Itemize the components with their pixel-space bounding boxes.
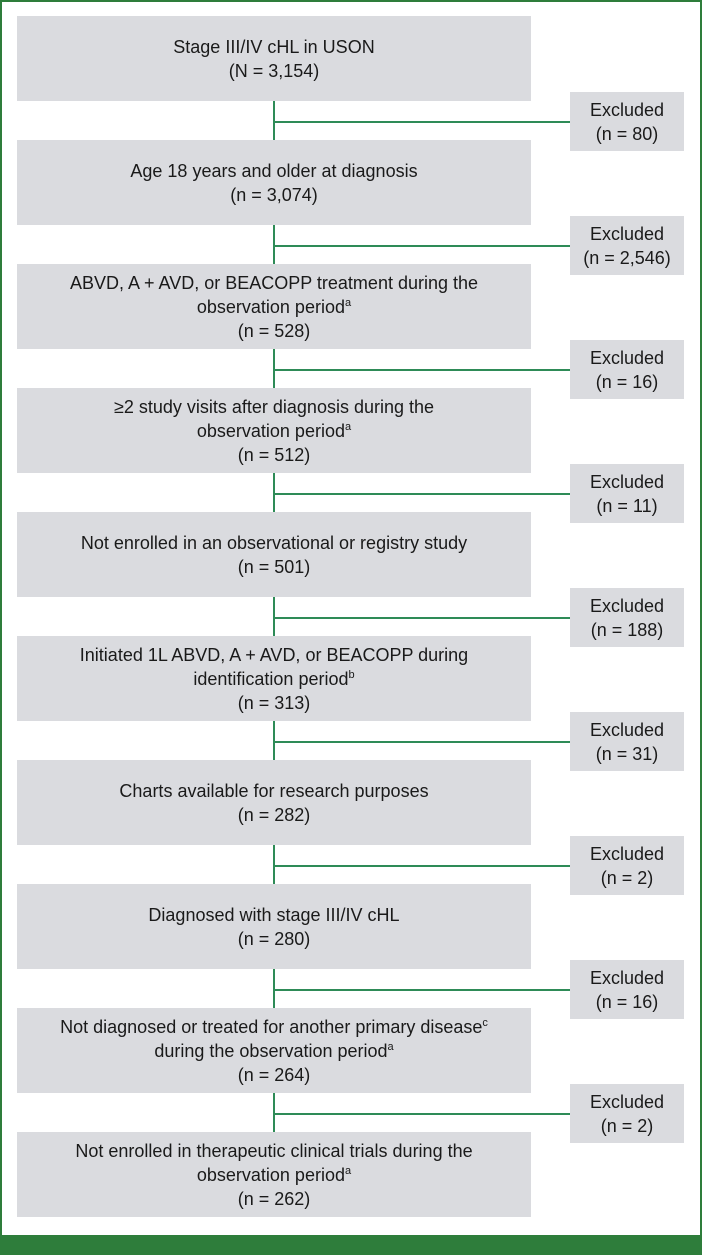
footnote-marker: a (344, 296, 352, 309)
step-6-line-2-text: identification period (193, 668, 349, 689)
connector-vertical (273, 1093, 275, 1132)
excluded-label: Excluded (589, 223, 665, 244)
connector-vertical (273, 349, 275, 388)
excluded-count: (n = 31) (595, 743, 659, 764)
excluded-label: Excluded (589, 471, 665, 492)
connector-horizontal (273, 493, 570, 495)
connector-vertical (273, 969, 275, 1008)
connector-vertical (273, 597, 275, 636)
step-box-2: Age 18 years and older at diagnosis (n =… (17, 140, 531, 225)
connector-vertical (273, 845, 275, 884)
connector-horizontal (273, 1113, 570, 1115)
connector-horizontal (273, 121, 570, 123)
step-box-8: Diagnosed with stage III/IV cHL (n = 280… (17, 884, 531, 969)
excluded-label: Excluded (589, 595, 665, 616)
step-7-line-1: Charts available for research purposes (119, 780, 429, 801)
step-1-count: (N = 3,154) (228, 60, 320, 81)
excluded-count: (n = 80) (595, 123, 659, 144)
step-8-line-1: Diagnosed with stage III/IV cHL (148, 904, 400, 925)
step-9-line-1: Not diagnosed or treated for another pri… (23, 1015, 525, 1039)
excluded-box-6: Excluded (n = 31) (570, 712, 684, 771)
step-9-line-1-text: Not diagnosed or treated for another pri… (60, 1016, 483, 1037)
step-7-count: (n = 282) (237, 804, 311, 825)
excluded-count: (n = 16) (595, 991, 659, 1012)
excluded-box-7: Excluded (n = 2) (570, 836, 684, 895)
step-box-3: ABVD, A + AVD, or BEACOPP treatment duri… (17, 264, 531, 349)
step-6-line-1: Initiated 1L ABVD, A + AVD, or BEACOPP d… (79, 644, 469, 665)
step-box-6: Initiated 1L ABVD, A + AVD, or BEACOPP d… (17, 636, 531, 721)
step-9-line-2-text: during the observation period (154, 1040, 388, 1061)
flowchart-frame: Stage III/IV cHL in USON (N = 3,154) Age… (2, 2, 700, 1235)
step-9-line-2: during the observation perioda (23, 1039, 525, 1063)
excluded-count: (n = 11) (596, 495, 658, 516)
step-1-line-1: Stage III/IV cHL in USON (173, 36, 375, 57)
connector-horizontal (273, 741, 570, 743)
step-10-count: (n = 262) (237, 1188, 311, 1209)
footnote-marker: a (344, 420, 352, 433)
excluded-label: Excluded (589, 719, 665, 740)
step-4-line-2-text: observation period (196, 420, 345, 441)
excluded-box-1: Excluded (n = 80) (570, 92, 684, 151)
step-5-count: (n = 501) (237, 556, 311, 577)
step-9-count: (n = 264) (237, 1064, 311, 1085)
footnote-marker: a (387, 1040, 394, 1053)
excluded-label: Excluded (589, 843, 665, 864)
step-5-line-1: Not enrolled in an observational or regi… (80, 532, 468, 553)
step-2-count: (n = 3,074) (230, 184, 318, 205)
step-box-5: Not enrolled in an observational or regi… (17, 512, 531, 597)
connector-vertical (273, 721, 275, 760)
excluded-box-2: Excluded (n = 2,546) (570, 216, 684, 275)
excluded-label: Excluded (589, 967, 665, 988)
connector-horizontal (273, 369, 570, 371)
step-3-line-2: observation perioda (23, 295, 525, 319)
footnote-marker: b (348, 668, 355, 681)
excluded-count: (n = 2,546) (583, 247, 671, 268)
step-4-line-2: observation perioda (23, 419, 525, 443)
step-2-line-1: Age 18 years and older at diagnosis (130, 160, 418, 181)
step-box-7: Charts available for research purposes (… (17, 760, 531, 845)
connector-horizontal (273, 989, 570, 991)
step-box-9: Not diagnosed or treated for another pri… (17, 1008, 531, 1093)
excluded-box-4: Excluded (n = 11) (570, 464, 684, 523)
footnote-marker: c (482, 1016, 488, 1029)
step-3-line-2-text: observation period (196, 296, 345, 317)
step-4-count: (n = 512) (237, 444, 311, 465)
step-10-line-1: Not enrolled in therapeutic clinical tri… (75, 1140, 473, 1161)
excluded-label: Excluded (589, 1091, 665, 1112)
footnote-marker: a (344, 1164, 352, 1177)
step-10-line-2: observation perioda (23, 1163, 525, 1187)
step-6-count: (n = 313) (237, 692, 311, 713)
excluded-label: Excluded (589, 347, 665, 368)
step-box-1: Stage III/IV cHL in USON (N = 3,154) (17, 16, 531, 101)
step-8-count: (n = 280) (237, 928, 311, 949)
excluded-box-8: Excluded (n = 16) (570, 960, 684, 1019)
excluded-box-9: Excluded (n = 2) (570, 1084, 684, 1143)
step-10-line-2-text: observation period (196, 1164, 345, 1185)
excluded-count: (n = 2) (600, 867, 654, 888)
connector-horizontal (273, 245, 570, 247)
connector-vertical (273, 101, 275, 140)
excluded-box-5: Excluded (n = 188) (570, 588, 684, 647)
excluded-count: (n = 16) (595, 371, 659, 392)
connector-horizontal (273, 617, 570, 619)
step-3-line-1: ABVD, A + AVD, or BEACOPP treatment duri… (69, 272, 479, 293)
step-4-line-1: ≥2 study visits after diagnosis during t… (113, 396, 435, 417)
step-3-count: (n = 528) (237, 320, 311, 341)
step-6-line-2: identification periodb (23, 667, 525, 691)
step-box-4: ≥2 study visits after diagnosis during t… (17, 388, 531, 473)
excluded-label: Excluded (589, 99, 665, 120)
excluded-count: (n = 188) (590, 619, 664, 640)
connector-horizontal (273, 865, 570, 867)
excluded-box-3: Excluded (n = 16) (570, 340, 684, 399)
step-box-10: Not enrolled in therapeutic clinical tri… (17, 1132, 531, 1217)
connector-vertical (273, 225, 275, 264)
connector-vertical (273, 473, 275, 512)
excluded-count: (n = 2) (600, 1115, 654, 1136)
